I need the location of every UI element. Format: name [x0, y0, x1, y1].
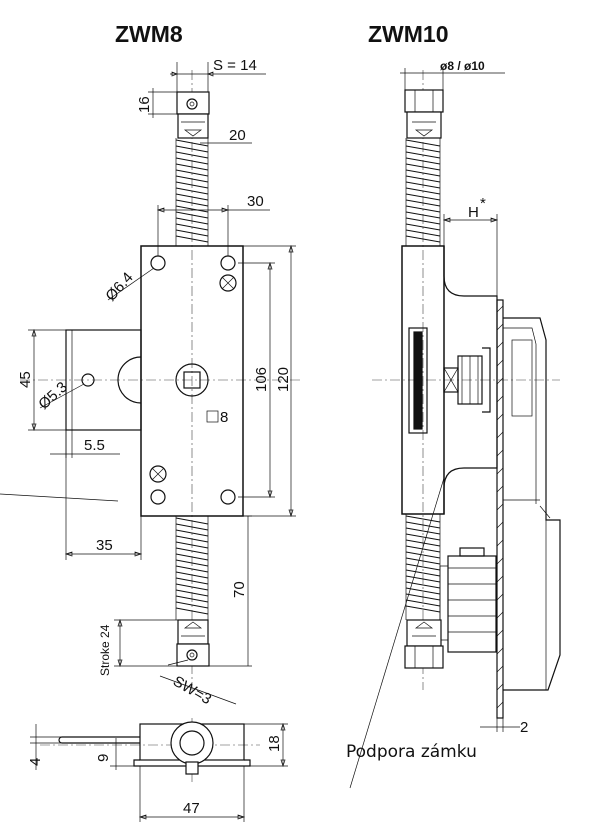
zwm8-bottom-view: 4 9 18 47 [27, 718, 288, 822]
dim-9: 9 [95, 754, 112, 762]
title-zwm8: ZWM8 [115, 21, 183, 47]
title-zwm10: ZWM10 [368, 21, 449, 47]
zwm10-dimensions: ø8 / ø10 H * 2 [400, 59, 528, 736]
zwm8-front-view [20, 70, 300, 690]
dim-18: 18 [266, 735, 283, 752]
dim-s: S = 14 [213, 57, 257, 74]
dim-4: 4 [27, 758, 44, 766]
zwm8-dimensions: S = 14 16 20 30 Ø6.4 45 Ø5.3 106 [0, 57, 296, 708]
dim-sq8: 8 [220, 409, 228, 426]
dim-70: 70 [231, 581, 248, 598]
dim-35: 35 [96, 537, 113, 554]
zwm10-side-view [349, 70, 561, 789]
dim-106: 106 [253, 367, 270, 392]
dim-diam: ø8 / ø10 [440, 59, 485, 73]
dim-16: 16 [136, 96, 153, 113]
dim-d64: Ø6.4 [102, 269, 136, 305]
dim-30: 30 [247, 193, 264, 210]
upper-spring [175, 138, 209, 246]
dim-120: 120 [275, 367, 292, 392]
dim-h: H [468, 204, 479, 221]
dim-20: 20 [229, 127, 246, 144]
dim-55: 5.5 [84, 437, 105, 454]
dim-stroke: Stroke 24 [98, 624, 112, 676]
dim-hstar: * [480, 195, 486, 212]
dim-2: 2 [520, 719, 528, 736]
lower-spring [175, 516, 209, 620]
lock-support-label: Podpora zámku [346, 742, 477, 762]
dim-45: 45 [17, 371, 34, 388]
dim-47: 47 [183, 800, 200, 817]
